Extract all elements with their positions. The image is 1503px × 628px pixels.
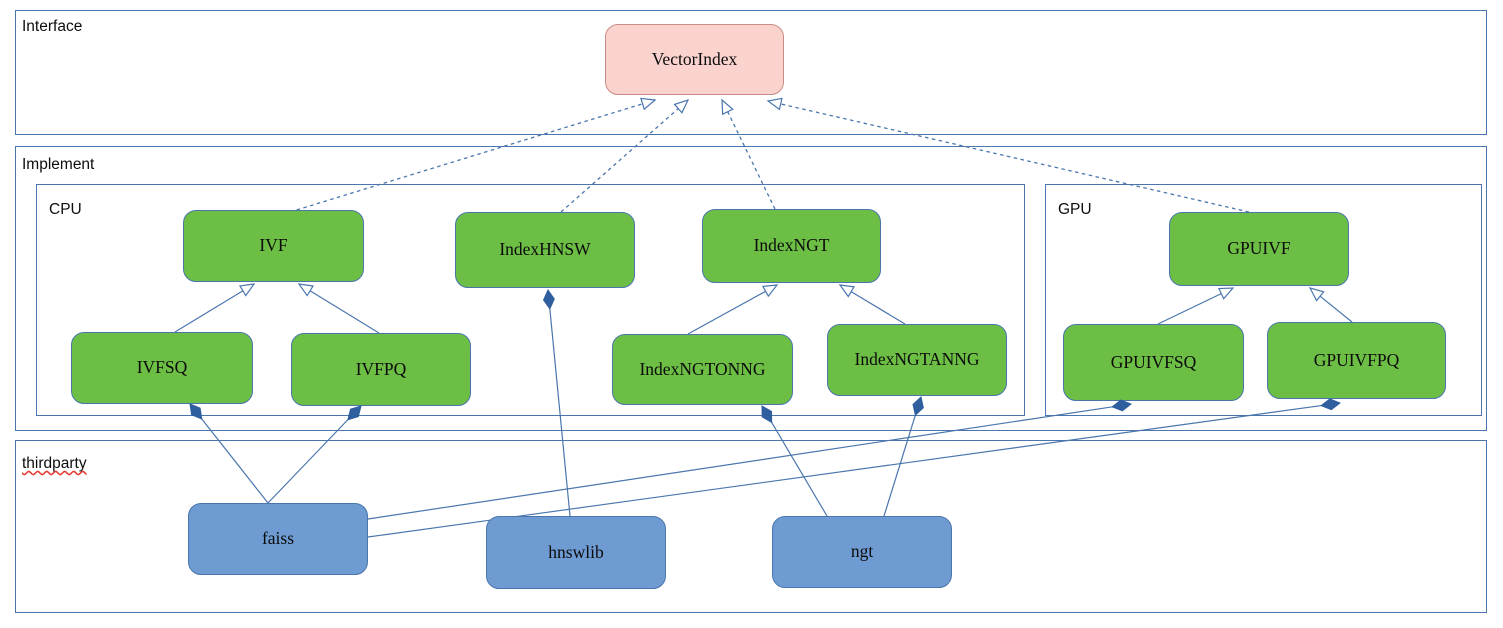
node-indexhnsw[interactable]: IndexHNSW	[455, 212, 635, 288]
node-faiss[interactable]: faiss	[188, 503, 368, 575]
node-gpuivfsq[interactable]: GPUIVFSQ	[1063, 324, 1244, 401]
node-ngt[interactable]: ngt	[772, 516, 952, 588]
node-ivfsq[interactable]: IVFSQ	[71, 332, 253, 404]
node-gpuivf[interactable]: GPUIVF	[1169, 212, 1349, 286]
node-hnswlib[interactable]: hnswlib	[486, 516, 666, 589]
node-ivf[interactable]: IVF	[183, 210, 364, 282]
node-indexngt[interactable]: IndexNGT	[702, 209, 881, 283]
node-indexngtanng[interactable]: IndexNGTANNG	[827, 324, 1007, 396]
group-label-cpu: CPU	[49, 201, 82, 218]
node-gpuivfpq[interactable]: GPUIVFPQ	[1267, 322, 1446, 399]
node-vectorindex[interactable]: VectorIndex	[605, 24, 784, 95]
group-label-thirdparty: thirdparty	[22, 455, 87, 472]
group-label-implement: Implement	[22, 156, 95, 173]
node-indexngtonng[interactable]: IndexNGTONNG	[612, 334, 793, 405]
group-label-gpu: GPU	[1058, 201, 1092, 218]
node-ivfpq[interactable]: IVFPQ	[291, 333, 471, 406]
group-label-interface: Interface	[22, 18, 83, 35]
